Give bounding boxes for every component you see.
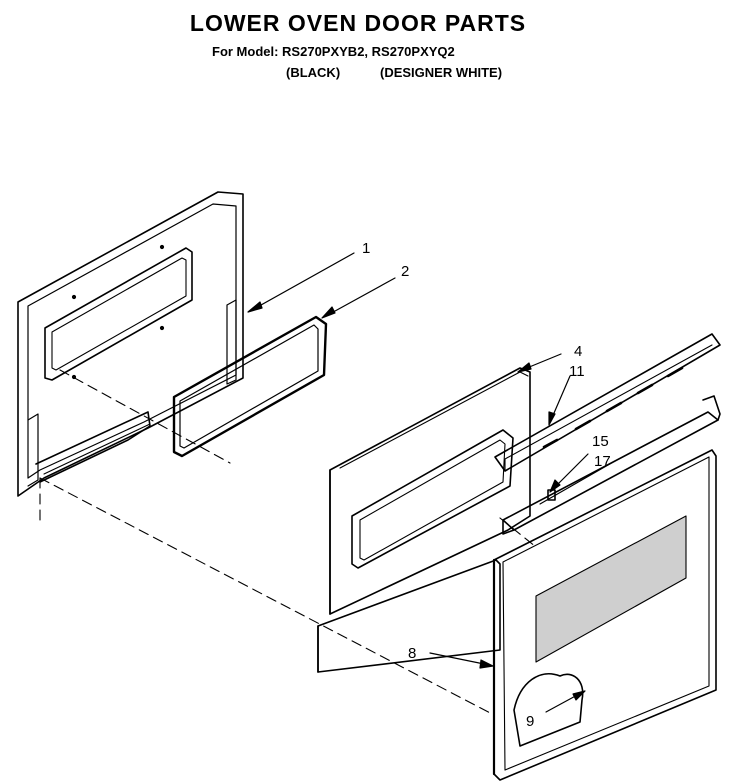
callout-8: 8 [408, 645, 416, 662]
callout-9: 9 [526, 713, 534, 730]
callout-leaders [247, 252, 616, 713]
outer-door-panel [492, 449, 717, 781]
inner-door-liner [17, 191, 244, 497]
callout-4: 4 [574, 343, 582, 360]
callout-2: 2 [401, 263, 409, 280]
handle-trim [502, 395, 721, 535]
color-black-label: (BLACK) [286, 65, 341, 80]
page-title: LOWER OVEN DOOR PARTS [189, 10, 527, 36]
callout-11: 11 [569, 363, 585, 380]
callout-15: 15 [592, 433, 609, 450]
callout-17: 17 [594, 453, 611, 470]
color-white-label: (DESIGNER WHITE) [380, 65, 503, 80]
door-gasket [172, 315, 328, 458]
model-line: For Model: RS270PXYB2, RS270PXYQ2 [212, 44, 455, 59]
callout-labels: 1 2 4 11 15 17 8 9 [362, 240, 611, 730]
door-panel [317, 367, 531, 673]
alignment-lines [39, 369, 537, 716]
vent-rail [494, 333, 721, 472]
callout-1: 1 [362, 240, 370, 257]
